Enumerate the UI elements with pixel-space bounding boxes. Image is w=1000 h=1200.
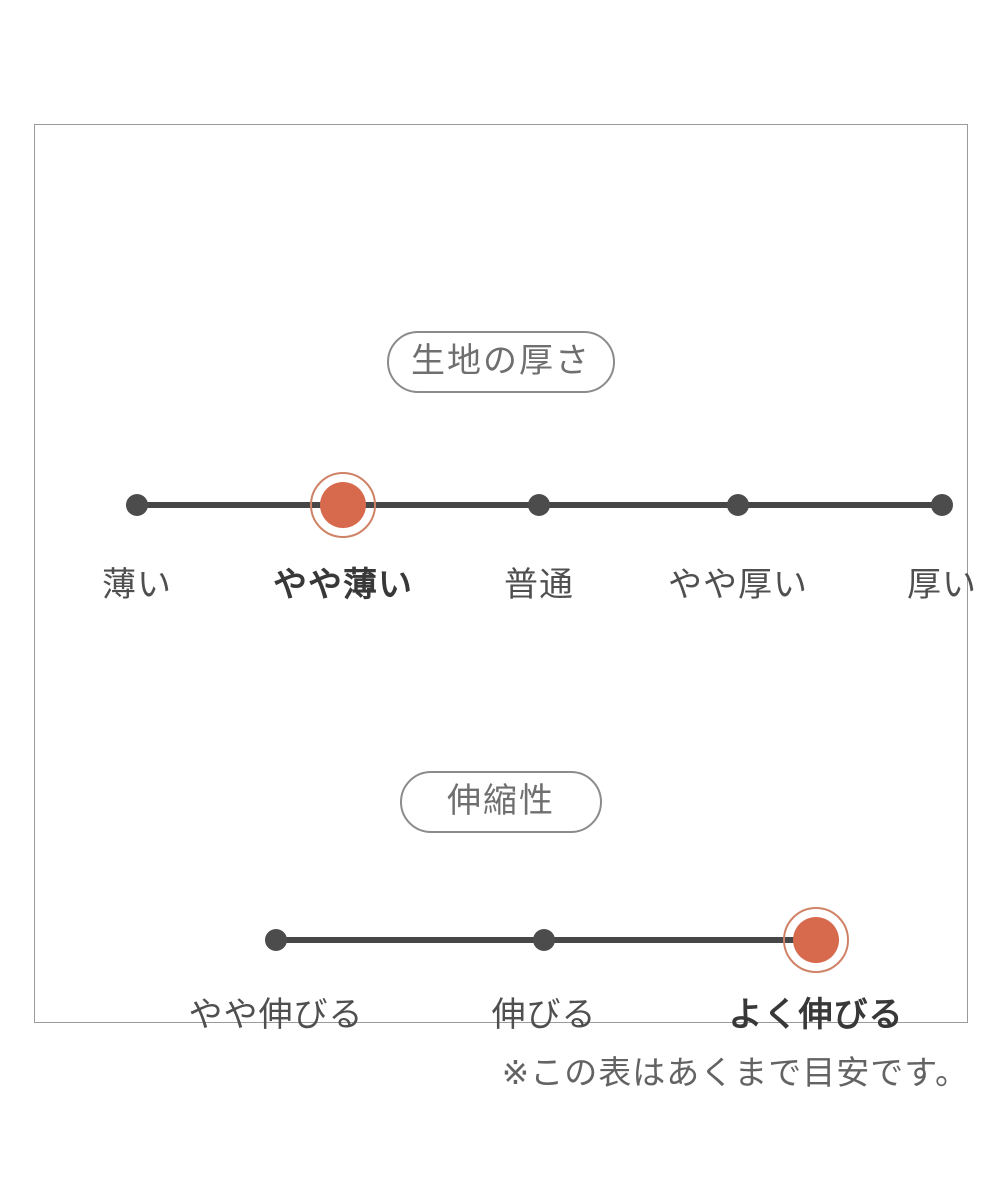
stretch-title-pill: 伸縮性 [400,771,602,833]
scale-point-dot [310,472,376,538]
selected-ring [310,472,376,538]
scale-label: やや厚い [668,565,808,605]
scale-point-dot [265,929,287,951]
scale-point-dot [533,929,555,951]
fabric-thickness-title-pill: 生地の厚さ [387,331,615,393]
disclaimer-note: ※この表はあくまで目安です。 [501,1053,969,1092]
scale-label: やや伸びる [188,995,364,1035]
scale-point-dot [783,907,849,973]
selected-ring [783,907,849,973]
scale-label: 厚い [907,565,977,605]
scale-label: 薄い [102,565,172,605]
spec-frame: 生地の厚さ 薄い やや薄い 普通 やや厚い 厚い 伸縮性 やや伸びる 伸びる よ… [34,124,976,1034]
scale-label: やや薄い [273,565,413,605]
scale-label: よく伸びる [728,995,904,1035]
scale-label: 普通 [504,565,574,605]
scale-point-dot [727,494,749,516]
scale-point-dot [126,494,148,516]
scale-point-dot [528,494,550,516]
scale-point-dot [931,494,953,516]
stretch-title: 伸縮性 [447,781,555,821]
fabric-thickness-title: 生地の厚さ [411,341,591,381]
scale-label: 伸びる [491,995,597,1035]
